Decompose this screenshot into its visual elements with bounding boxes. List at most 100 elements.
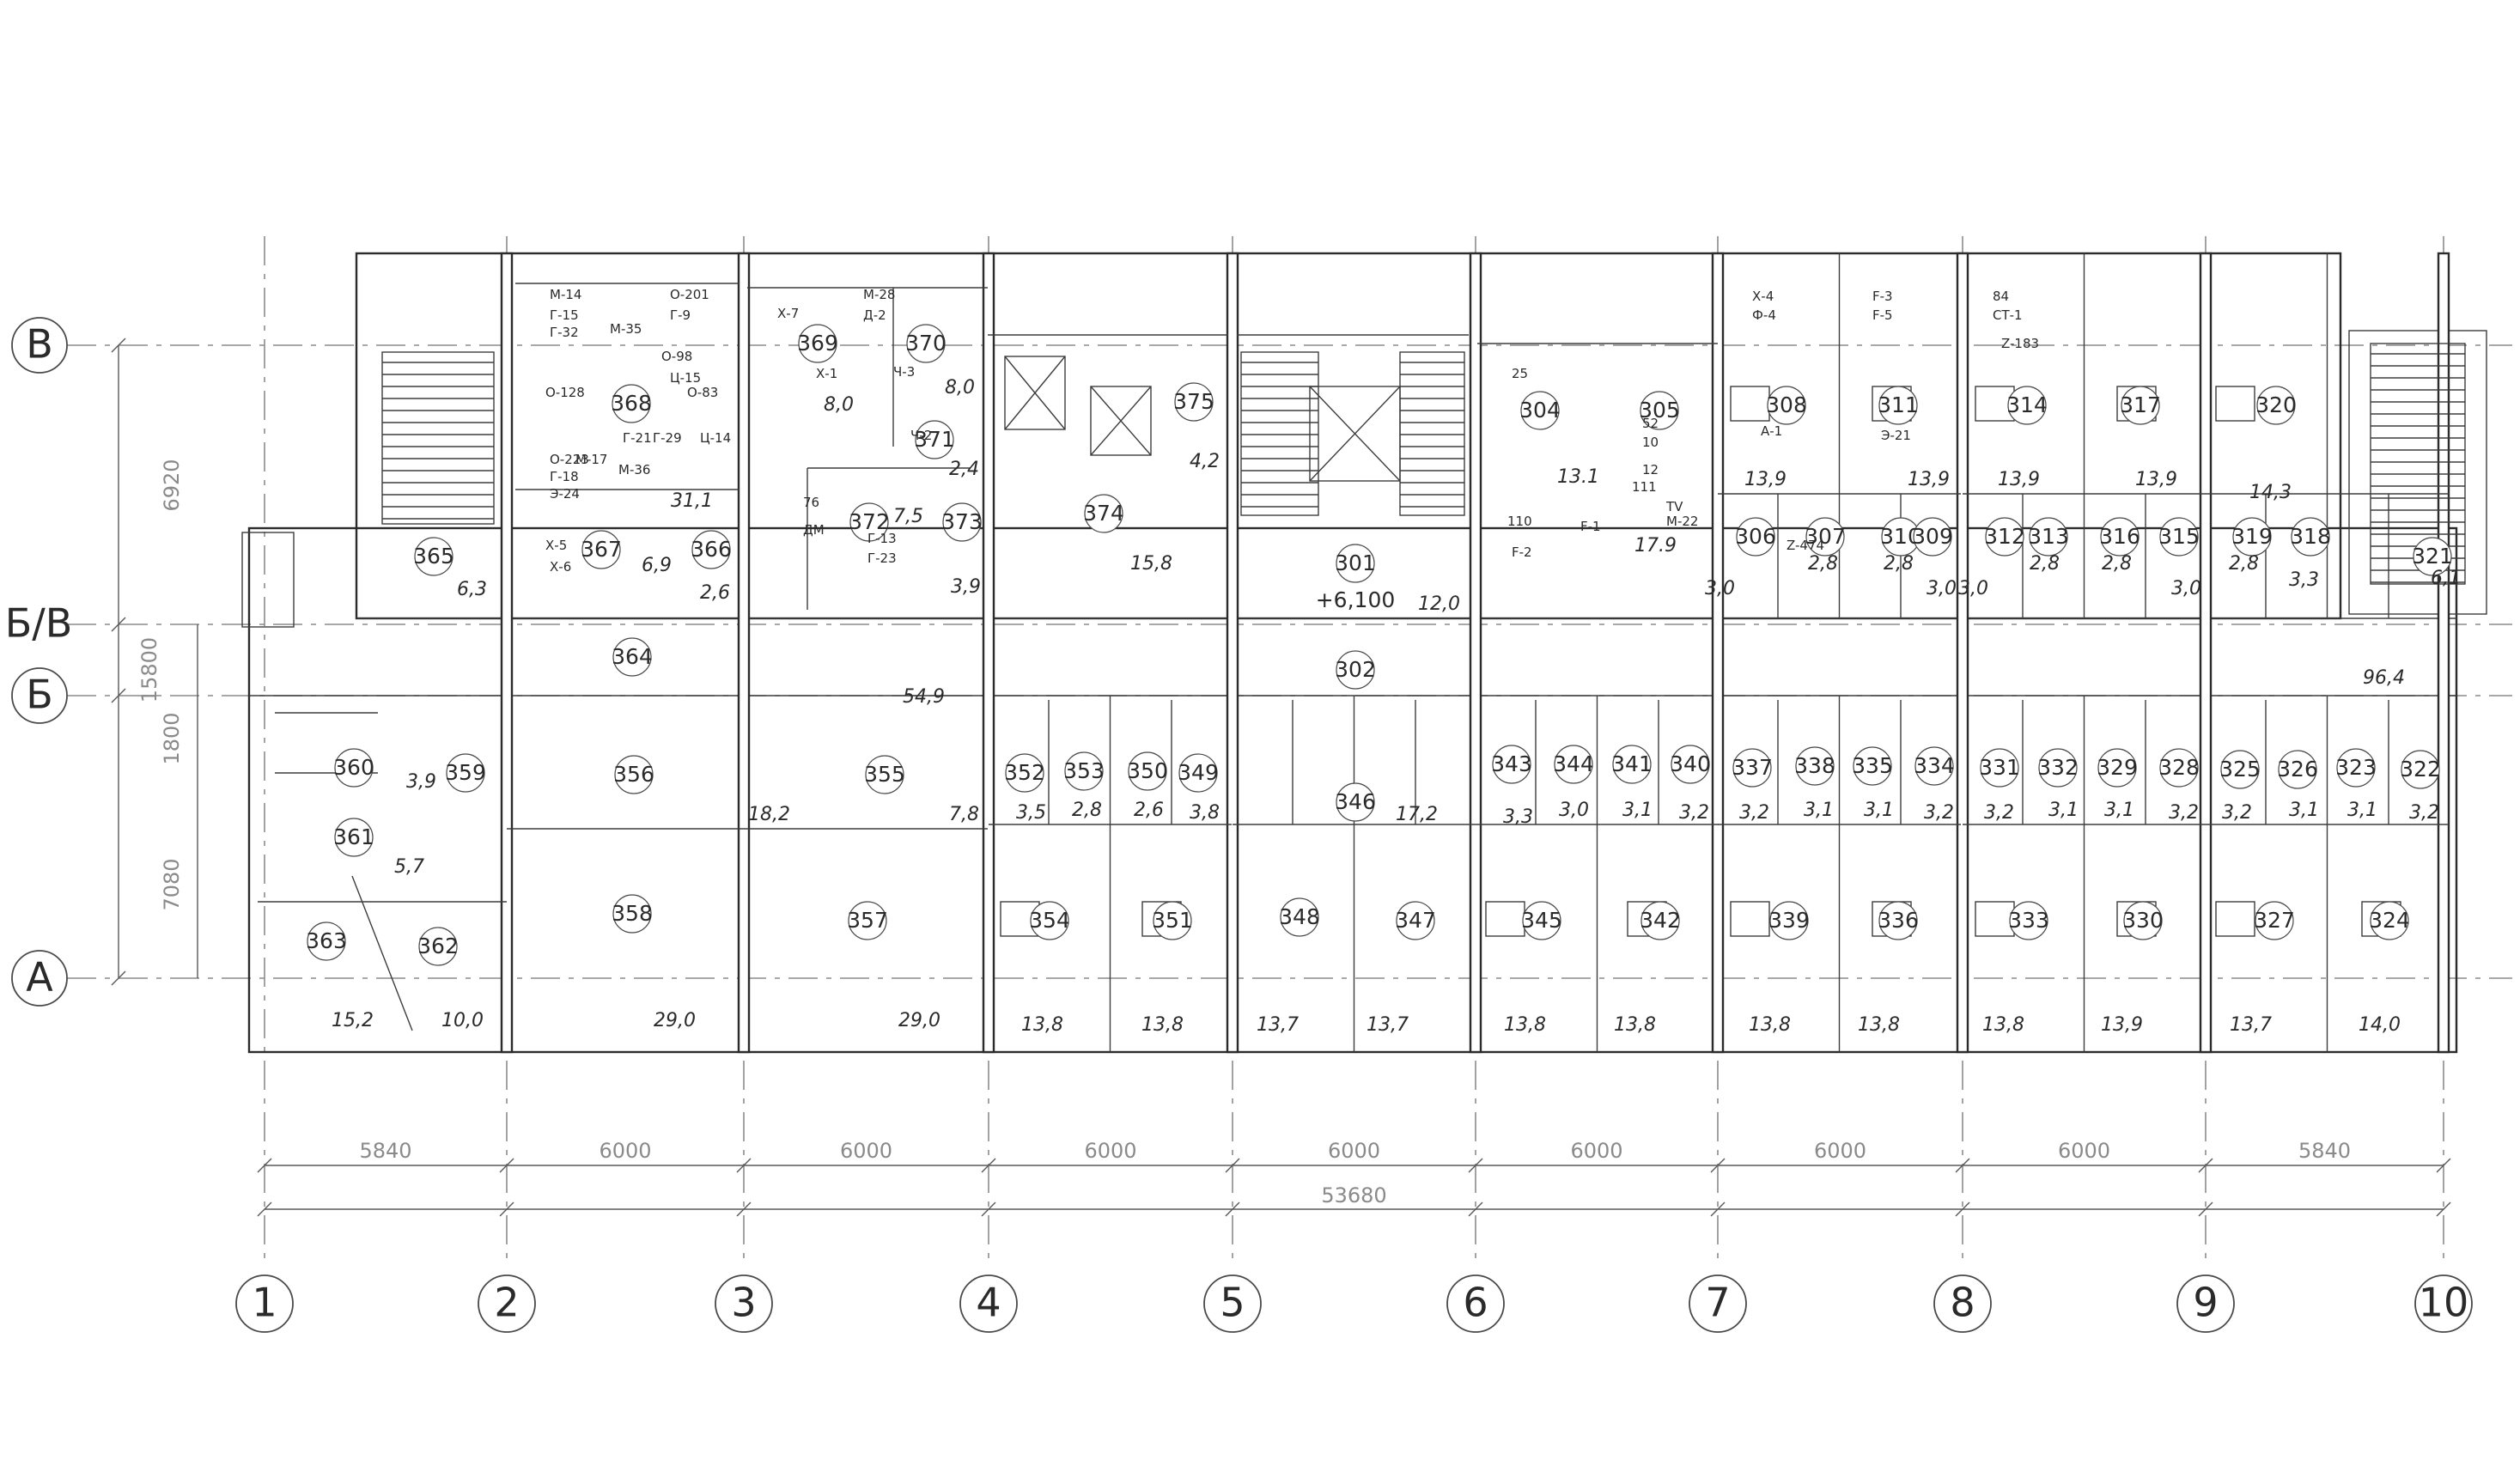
dim-tick [2198,1158,2213,1173]
dim-bay-value: 6000 [1814,1139,1866,1163]
bed [2215,901,2255,937]
room-number: 336 [1878,908,1919,933]
dim-tick [1955,1158,1970,1173]
equipment-tag: О-98 [661,349,692,364]
room-area: 3,2 [2169,802,2199,824]
room-area: 7,8 [949,804,979,825]
room-number-circle [1640,391,1679,430]
room-number: 375 [1173,389,1214,414]
fixtures [381,343,2466,937]
equipment-tag: Х-7 [777,306,799,321]
room-number-circle [1128,751,1167,791]
axis-bubble-column [235,1274,294,1333]
room-number: 316 [2099,524,2140,549]
room-number-circle [1612,745,1652,784]
axis-label-column: 10 [2419,1280,2469,1326]
room-number: 371 [914,427,955,452]
axis-bubble-row [11,667,68,724]
room-area: 3,0 [1559,800,1589,821]
room-number-circle [1336,782,1375,822]
room-number: 333 [2008,908,2049,933]
axis-label-column: 6 [1463,1280,1488,1326]
dim-tick [736,1201,752,1217]
room-area: 13,8 [1141,1014,1184,1036]
column-wall [1469,252,1482,1054]
axis-bubble-column [2176,1274,2235,1333]
room-number: 357 [847,908,888,933]
dim-tick [111,970,126,986]
room-number-circle [2159,517,2199,557]
room-area: 5,7 [394,856,424,878]
elevator-shaft [1309,386,1401,482]
room-area: 3,1 [1864,800,1894,821]
room-number: 332 [2037,755,2079,780]
room-partitions [258,252,2450,1054]
axis-label-column: 5 [1220,1280,1245,1326]
dim-tick [257,1201,272,1217]
equipment-tag: F-3 [1872,289,1893,304]
room-number: 358 [612,901,653,926]
room-number: 323 [2335,755,2377,780]
axis-label-column: 4 [976,1280,1001,1326]
room-area: 96,4 [2363,667,2405,689]
room-number-circle [2255,901,2294,940]
room-number-circle [1064,751,1104,791]
room-area: 2,8 [1884,553,1914,575]
axis-bubble-column [478,1274,536,1333]
room-area: 3,9 [406,771,436,793]
room-area: 2,8 [2229,553,2259,575]
dim-bay-value: 6000 [2058,1139,2110,1163]
room-number: 318 [2290,524,2331,549]
equipment-tag: Г-32 [550,325,579,340]
dim-tick [1710,1201,1726,1217]
room-area: 13,7 [1257,1014,1299,1036]
equipment-tag: Г-9 [670,307,691,323]
axis-bubble-row [11,950,68,1007]
room-area: 3,1 [1804,800,1834,821]
room-area: 13.1 [1557,466,1599,488]
room-number: 346 [1335,789,1376,814]
stairwell-center [1240,351,1319,516]
room-number-circle [2220,750,2260,789]
room-number-circle [1878,386,1918,425]
dim-vertical-value: 1800 [160,712,184,764]
room-area: 13,8 [1749,1014,1791,1036]
dim-bay-value: 6000 [599,1139,651,1163]
room-number-circle [942,502,982,542]
room-area: 3,0 [2171,578,2201,599]
equipment-tag: Г-23 [867,551,897,566]
room-number-circle [2256,386,2296,425]
room-area: 31,1 [671,490,713,512]
equipment-tag: 110 [1507,514,1532,529]
room-number-circle [334,748,374,788]
axis-label-column: 8 [1950,1280,1975,1326]
room-number-circle [612,637,652,677]
axis-label-row: А [26,954,53,1001]
room-number: 356 [613,762,654,787]
room-number: 325 [2219,757,2261,782]
equipment-tag: F-5 [1872,307,1893,323]
equipment-tag: М-35 [610,321,642,337]
dim-tick [2436,1158,2451,1173]
room-number-circle [1853,746,1892,786]
equipment-tag: М-22 [1666,514,1698,529]
room-area: 14,3 [2249,482,2292,503]
room-number-circle [1084,494,1123,533]
room-number: 328 [2158,755,2200,780]
room-number: 362 [417,934,459,958]
equipment-tag: А-1 [1761,423,1782,439]
room-area: 13,9 [2135,469,2177,490]
room-number-circle [1736,517,1775,557]
equipment-tag: 76 [803,495,819,510]
room-number: 301 [1335,551,1376,575]
room-number: 350 [1127,758,1168,783]
room-number: 307 [1805,524,1846,549]
equipment-tag: О-223 [550,452,589,467]
building-outline [241,252,2487,1054]
bed [1730,901,1770,937]
equipment-tag: М-17 [575,452,607,467]
equipment-tag: О-201 [670,287,709,302]
room-number: 308 [1766,392,1807,417]
dim-tick [1225,1158,1240,1173]
